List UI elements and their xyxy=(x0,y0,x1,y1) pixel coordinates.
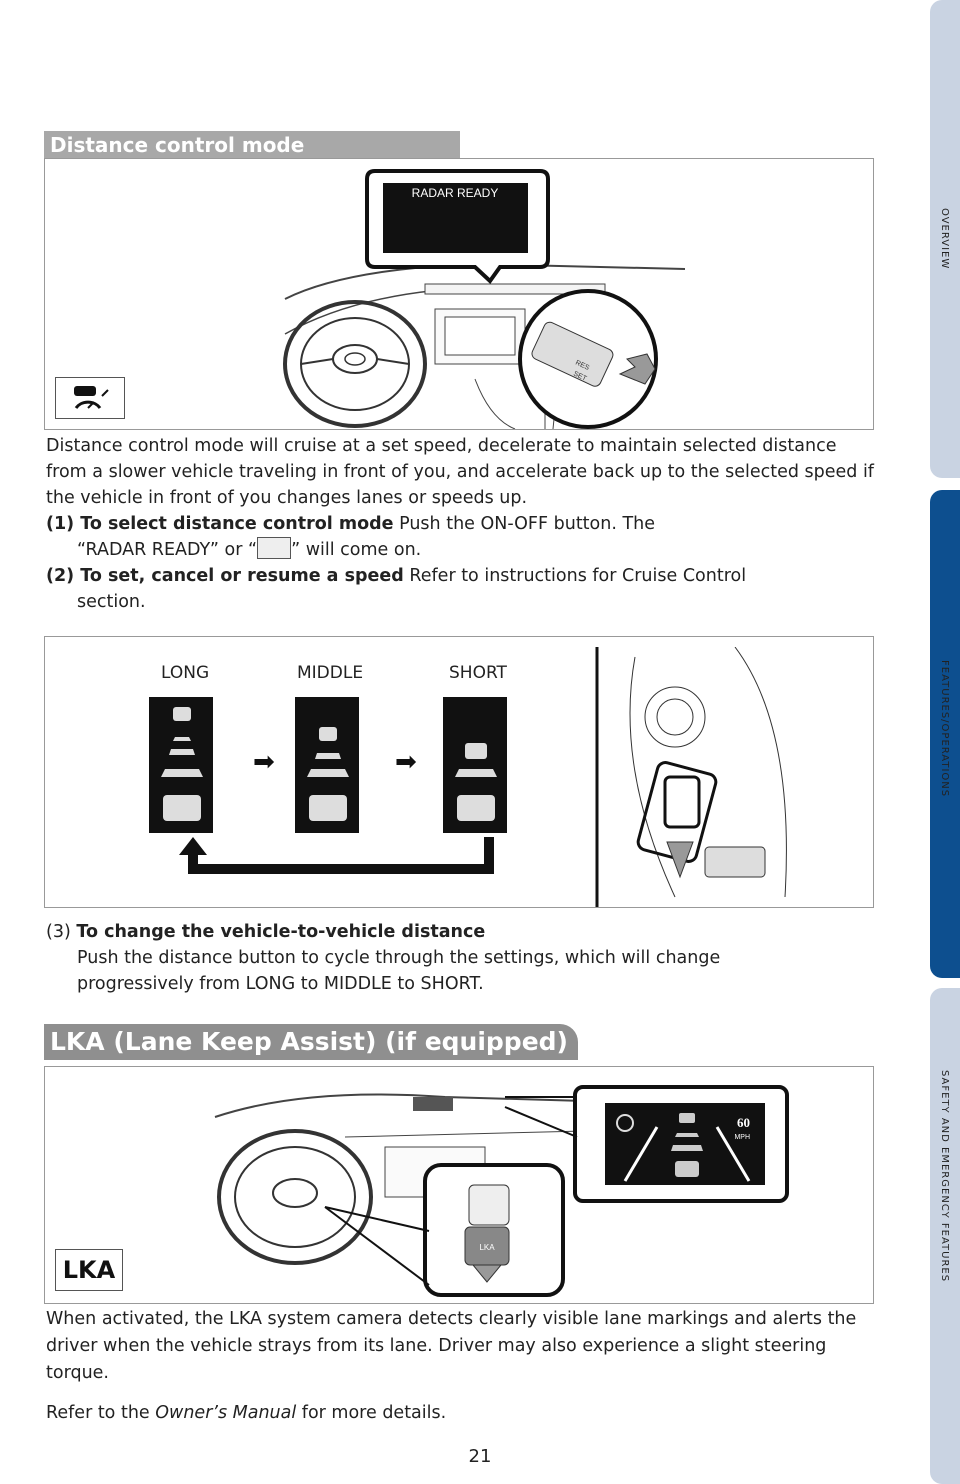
lka-cockpit-illustration: 60 MPH LKA xyxy=(214,1085,789,1297)
distance-settings-panel: LONG MIDDLE SHORT ➡ ➡ xyxy=(44,636,874,908)
lka-button-label: LKA xyxy=(479,1243,495,1252)
lka-refer-text: Refer to the Owner’s Manual for more det… xyxy=(46,1403,447,1423)
distance-label-long: LONG xyxy=(161,663,210,683)
section-title-lka: LKA (Lane Keep Assist) (if equipped) xyxy=(44,1024,578,1060)
tab-overview-label: OVERVIEW xyxy=(939,208,950,270)
step2-text: (2) To set, cancel or resume a speed Ref… xyxy=(46,566,747,612)
lka-illustration-panel: 60 MPH LKA LKA xyxy=(44,1066,874,1304)
distance-card-short xyxy=(443,697,507,833)
distance-label-short: SHORT xyxy=(449,663,507,683)
tab-safety-label: SAFETY AND EMERGENCY FEATURES xyxy=(939,1070,950,1283)
tab-safety[interactable]: SAFETY AND EMERGENCY FEATURES xyxy=(930,988,960,1484)
distance-card-long xyxy=(149,697,213,833)
section-title-distance: Distance control mode xyxy=(44,131,460,159)
step1-text: (1) To select distance control mode Push… xyxy=(46,514,656,560)
arrow-right-icon: ➡ xyxy=(253,747,275,777)
tab-overview[interactable]: OVERVIEW xyxy=(930,0,960,478)
step3-text: (3) To change the vehicle-to-vehicle dis… xyxy=(46,922,721,994)
cockpit-illustration-panel: RADAR READY RES SET xyxy=(44,158,874,430)
lka-description: When activated, the LKA system camera de… xyxy=(46,1309,857,1383)
arrow-right-icon: ➡ xyxy=(395,747,417,777)
distance-label-middle: MIDDLE xyxy=(297,663,364,683)
cockpit-illustration: RADAR READY RES SET xyxy=(283,169,686,429)
distance-button-illustration xyxy=(595,647,787,907)
lka-speed-value: 60 xyxy=(737,1115,750,1130)
distance-card-middle xyxy=(295,697,359,833)
page-number: 21 xyxy=(468,1446,492,1467)
cycle-return-arrow-icon xyxy=(179,837,494,874)
distance-indicator-icon xyxy=(257,537,292,559)
distance-intro-text: Distance control mode will cruise at a s… xyxy=(46,436,874,508)
radar-ready-display-text: RADAR READY xyxy=(412,186,499,200)
tab-features-label: FEATURES/OPERATIONS xyxy=(939,660,950,798)
distance-control-icon xyxy=(55,377,125,419)
lka-badge-icon: LKA xyxy=(55,1249,123,1291)
lka-speed-unit: MPH xyxy=(734,1134,750,1141)
tab-features-operations[interactable] xyxy=(930,490,960,978)
